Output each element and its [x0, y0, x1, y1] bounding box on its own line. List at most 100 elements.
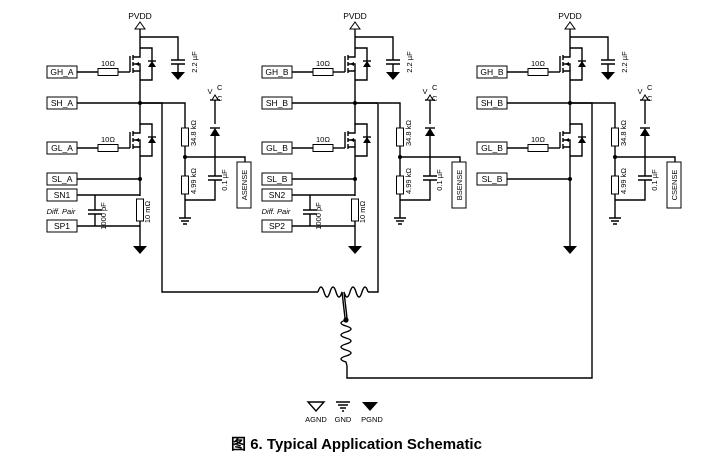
- pvdd-label: PVDD: [343, 11, 367, 21]
- divider-ground: [609, 217, 621, 225]
- sl-junction: [138, 177, 142, 181]
- sense-divider-wire: [140, 102, 186, 128]
- gate-resistor-high: [97, 68, 119, 76]
- port-sh: SH_A: [51, 98, 74, 108]
- gate-resistor-low-label: 10Ω: [101, 135, 115, 144]
- diff-pair-label: Diff. Pair: [47, 207, 76, 216]
- ground-symbols: AGND GND PGND: [305, 401, 383, 424]
- divider-ground: [179, 217, 191, 225]
- divider-top-resistor: [181, 127, 189, 147]
- port-sn: SN2: [269, 190, 286, 200]
- divider-bottom-resistor: [611, 175, 619, 195]
- gate-resistor-low-label: 10Ω: [531, 135, 545, 144]
- gate-resistor-high-label: 10Ω: [531, 59, 545, 68]
- sense-cap-label: 1000 pF: [314, 202, 323, 230]
- divider-top-resistor: [611, 127, 619, 147]
- sense-divider-wire: [570, 102, 616, 128]
- mosfet-low: [129, 123, 156, 157]
- pgnd-label: PGND: [361, 415, 383, 424]
- sense-box: [666, 161, 682, 209]
- pvdd-label: PVDD: [128, 11, 152, 21]
- sense-label: ASENSE: [240, 170, 249, 200]
- shunt-label: 10 mΩ: [143, 200, 152, 223]
- sense-box: [451, 161, 467, 209]
- bootstrap-ground: [171, 72, 185, 80]
- sense-label: BSENSE: [455, 170, 464, 200]
- divider-bottom-label: 4.99 kΩ: [619, 168, 628, 194]
- agnd-symbol: [306, 401, 326, 413]
- vcc-sub-label: C: [432, 83, 438, 92]
- vcc-sub-label: C: [217, 83, 223, 92]
- port-sp: SP1: [54, 221, 70, 231]
- motor-wiring: [161, 104, 593, 379]
- port-gh: GH_A: [50, 67, 73, 77]
- gnd-symbol: [336, 401, 350, 412]
- gate-resistor-low: [97, 144, 119, 152]
- bootstrap-cap-label: 2.2 µF: [190, 51, 199, 73]
- filter-cap-label: 0.1 µF: [435, 169, 444, 191]
- clamp-diode: [210, 128, 220, 136]
- gate-resistor-high-label: 10Ω: [316, 59, 330, 68]
- sense-box: [236, 161, 252, 209]
- bootstrap-cap: [171, 59, 185, 65]
- pvdd-arrow: [134, 21, 146, 30]
- bootstrap-cap-label: 2.2 µF: [620, 51, 629, 73]
- port-sh: SH_B: [266, 98, 289, 108]
- divider-top-label: 34.8 kΩ: [189, 120, 198, 146]
- shunt-ground: [348, 246, 362, 254]
- gate-resistor-low-label: 10Ω: [316, 135, 330, 144]
- filter-cap-label: 0.1 µF: [650, 169, 659, 191]
- bootstrap-cap: [386, 59, 400, 65]
- shunt-label: 10 mΩ: [358, 200, 367, 223]
- divider-ground: [394, 217, 406, 225]
- pvdd-arrow: [564, 21, 576, 30]
- diff-pair-label: Diff. Pair: [262, 207, 291, 216]
- vcc-label: V: [422, 87, 427, 96]
- bootstrap-cap: [601, 59, 615, 65]
- sense-cap-label: 1000 pF: [99, 202, 108, 230]
- gate-resistor-high: [312, 68, 334, 76]
- clamp-diode: [425, 128, 435, 136]
- bootstrap-wire: [140, 36, 179, 60]
- mosfet-low: [344, 123, 371, 157]
- sense-divider-wire: [355, 102, 401, 128]
- mosfet-high: [559, 47, 586, 81]
- divider-top-resistor: [396, 127, 404, 147]
- vcc-sub2-label: C: [647, 94, 653, 103]
- vcc-label: V: [207, 87, 212, 96]
- agnd-label: AGND: [305, 415, 327, 424]
- gnd-label: GND: [335, 415, 352, 424]
- port-gh: GH_B: [265, 67, 288, 77]
- pgnd-symbol: [362, 402, 378, 411]
- vcc-sub2-label: C: [217, 94, 223, 103]
- divider-bottom-resistor: [396, 175, 404, 195]
- bootstrap-wire: [570, 36, 609, 60]
- divider-bottom-resistor: [181, 175, 189, 195]
- divider-bottom-label: 4.99 kΩ: [189, 168, 198, 194]
- divider-top-label: 34.8 kΩ: [404, 120, 413, 146]
- port-gl: GL_B: [481, 143, 503, 153]
- gate-resistor-high: [527, 68, 549, 76]
- port-sh: SH_B: [481, 98, 504, 108]
- bootstrap-wire: [355, 36, 394, 60]
- pvdd-arrow: [349, 21, 361, 30]
- port-gl: GL_B: [266, 143, 288, 153]
- vcc-sub-label: C: [647, 83, 653, 92]
- mosfet-low: [559, 123, 586, 157]
- bootstrap-ground: [386, 72, 400, 80]
- mosfet-high: [129, 47, 156, 81]
- divider-bottom-label: 4.99 kΩ: [404, 168, 413, 194]
- port-sl: SL_B: [267, 174, 288, 184]
- port-sp: SP2: [269, 221, 285, 231]
- vcc-label: V: [637, 87, 642, 96]
- gate-resistor-high-label: 10Ω: [101, 59, 115, 68]
- vcc-sub2-label: C: [432, 94, 438, 103]
- shunt-ground: [133, 246, 147, 254]
- pvdd-label: PVDD: [558, 11, 582, 21]
- bootstrap-cap-label: 2.2 µF: [405, 51, 414, 73]
- mosfet-high: [344, 47, 371, 81]
- gate-resistor-low: [527, 144, 549, 152]
